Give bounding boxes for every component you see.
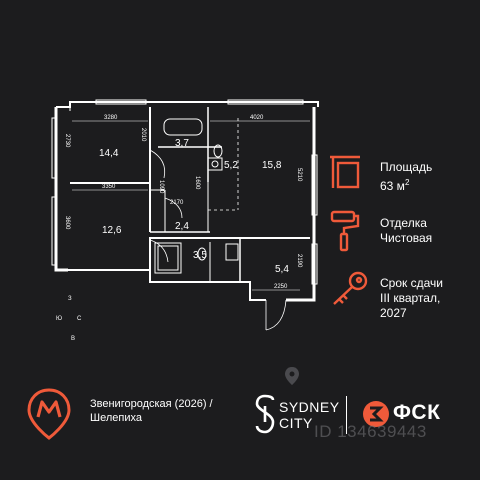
plan-doors bbox=[149, 118, 287, 331]
brand-line-1: SYDNEY bbox=[279, 399, 340, 415]
room-area-storage: 5,4 bbox=[275, 264, 289, 275]
metro-icon bbox=[27, 388, 71, 440]
dimension-label: 2250 bbox=[274, 284, 288, 290]
paint-roller-icon bbox=[330, 210, 360, 252]
metro-line-1: Звенигородская (2026) / bbox=[90, 398, 213, 410]
delivery-value-line-1: III квартал, bbox=[380, 291, 441, 305]
metro-stations: Звенигородская (2026) / Шелепиха bbox=[90, 397, 240, 425]
metro-line-2: Шелепиха bbox=[90, 412, 142, 424]
plan-windows bbox=[51, 99, 318, 285]
compass: З Ю С В bbox=[56, 296, 82, 342]
room-area-bathroom: 3,7 bbox=[175, 138, 189, 149]
dimension-label: 2730 bbox=[64, 134, 70, 148]
key-icon bbox=[333, 271, 368, 305]
plan-fixtures bbox=[154, 118, 239, 274]
delivery-block: Срок сдачи III квартал, 2027 bbox=[380, 276, 443, 321]
area-icon bbox=[330, 155, 360, 189]
toilet-fixture bbox=[213, 144, 223, 158]
svg-text:В: В bbox=[71, 336, 75, 342]
fsk-logo-mark bbox=[363, 401, 389, 427]
brand-divider bbox=[346, 396, 347, 434]
area-block: Площадь 63 м2 bbox=[380, 160, 432, 194]
svg-text:Ю: Ю bbox=[56, 316, 62, 322]
area-unit-superscript: 2 bbox=[404, 178, 410, 187]
dimension-label: 1090 bbox=[158, 180, 164, 194]
room-area-wc: 3,5 bbox=[193, 250, 207, 261]
dimension-label: 2170 bbox=[170, 200, 184, 206]
finish-label: Отделка bbox=[380, 216, 427, 230]
delivery-value-line-2: 2027 bbox=[380, 306, 407, 320]
svg-text:З: З bbox=[68, 296, 72, 302]
room-area-hall: 5,2 bbox=[224, 160, 238, 171]
sydney-city-logo-mark bbox=[255, 394, 275, 434]
room-area-living-1: 14,4 bbox=[99, 148, 119, 159]
plan-walls bbox=[54, 101, 319, 302]
watermark: ID 134639443 bbox=[314, 422, 427, 441]
bathtub-fixture bbox=[163, 118, 203, 136]
plan-dimension-lines bbox=[72, 120, 310, 291]
dimension-label: 3350 bbox=[102, 184, 116, 190]
brand-line-2: CITY bbox=[279, 415, 313, 431]
room-area-corridor: 2,4 bbox=[175, 221, 189, 232]
washbasin-fixture bbox=[225, 243, 239, 261]
dimension-label: 4020 bbox=[250, 115, 264, 121]
finish-value: Чистовая bbox=[380, 231, 433, 245]
dimension-label: 1600 bbox=[194, 176, 200, 190]
room-area-kitchen: 15,8 bbox=[262, 160, 282, 171]
svg-text:С: С bbox=[77, 316, 82, 322]
finish-block: Отделка Чистовая bbox=[380, 216, 432, 246]
shower-fixture bbox=[154, 242, 182, 274]
sink-fixture bbox=[207, 157, 223, 171]
dimension-label: 5210 bbox=[296, 168, 302, 182]
delivery-label: Срок сдачи bbox=[380, 276, 443, 290]
area-label: Площадь bbox=[380, 160, 433, 174]
dimension-label: 2010 bbox=[140, 128, 146, 142]
developer-name: ФСК bbox=[393, 401, 441, 424]
dimension-label: 3280 bbox=[104, 115, 118, 121]
area-value: 63 м2 bbox=[380, 178, 410, 193]
dimension-label: 2190 bbox=[296, 254, 302, 268]
map-pin-icon bbox=[285, 367, 299, 385]
dimension-label: 3600 bbox=[64, 216, 70, 230]
brand-name: SYDNEY CITY bbox=[279, 399, 340, 431]
room-area-living-2: 12,6 bbox=[102, 225, 122, 236]
